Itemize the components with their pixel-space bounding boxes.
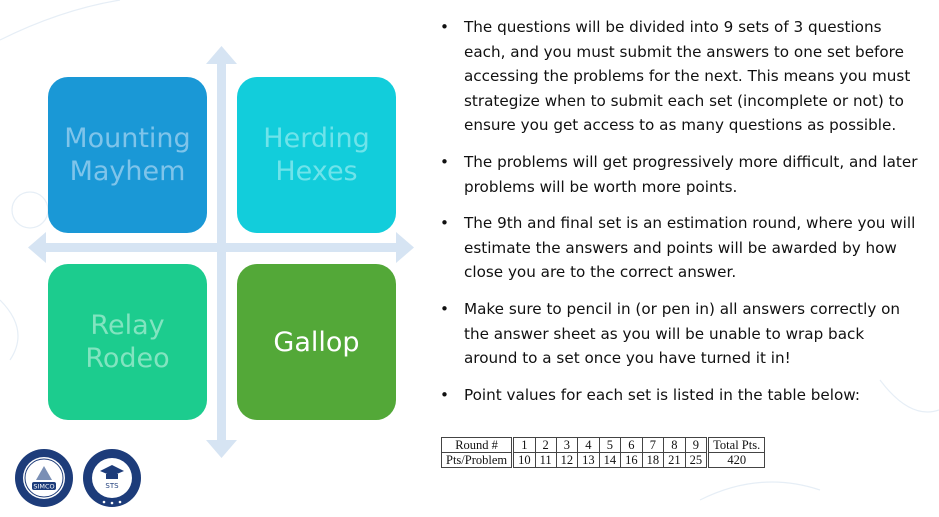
table-cell: 13: [577, 452, 600, 468]
table-cell: 4: [577, 437, 600, 453]
table-cell: 25: [684, 452, 710, 468]
rule-item: Point values for each set is listed in t…: [440, 383, 920, 408]
simco-logo: SIMCO: [15, 449, 73, 507]
table-row: Pts/Problem 10 11 12 13 14 16 18 21 25 4…: [440, 452, 766, 468]
simco-text: SIMCO: [33, 483, 54, 491]
table-cell: 3: [555, 437, 579, 453]
table-cell: 14: [598, 452, 622, 468]
rule-item: Make sure to pencil in (or pen in) all a…: [440, 297, 920, 371]
tile-label: Herding Hexes: [263, 123, 370, 187]
tile-herding-hexes: Herding Hexes: [237, 77, 396, 233]
tile-relay-rodeo: Relay Rodeo: [48, 264, 207, 420]
table-cell: 11: [534, 452, 557, 468]
tile-mounting-mayhem: Mounting Mayhem: [48, 77, 207, 233]
table-cell: 420: [707, 452, 766, 468]
tile-gallop: Gallop: [237, 264, 396, 420]
table-cell: 6: [620, 437, 643, 453]
rule-item: The 9th and final set is an estimation r…: [440, 211, 920, 285]
tile-label: Relay Rodeo: [85, 310, 170, 374]
tile-label: Mounting Mayhem: [64, 123, 191, 187]
table-row: Round # 1 2 3 4 5 6 7 8 9 Total Pts.: [440, 437, 766, 453]
table-cell: 7: [641, 437, 665, 453]
rule-item: The questions will be divided into 9 set…: [440, 15, 920, 138]
table-header: Round #: [440, 437, 515, 453]
table-cell: 10: [512, 452, 536, 468]
table-cell: 9: [684, 437, 710, 453]
table-cell: 16: [620, 452, 643, 468]
tile-label: Gallop: [273, 326, 360, 358]
sts-text: STS: [105, 482, 119, 490]
table-cell: 1: [512, 437, 536, 453]
table-header: Total Pts.: [707, 437, 766, 453]
sts-logo: STS: [83, 449, 141, 507]
table-header: Pts/Problem: [440, 452, 515, 468]
table-cell: 5: [598, 437, 622, 453]
table-cell: 8: [663, 437, 686, 453]
rules-list: The questions will be divided into 9 set…: [440, 15, 920, 419]
table-cell: 12: [555, 452, 579, 468]
table-cell: 2: [534, 437, 557, 453]
rule-item: The problems will get progressively more…: [440, 150, 920, 199]
table-cell: 18: [641, 452, 665, 468]
table-cell: 21: [663, 452, 686, 468]
points-table: Round # 1 2 3 4 5 6 7 8 9 Total Pts. Pts…: [440, 437, 766, 468]
